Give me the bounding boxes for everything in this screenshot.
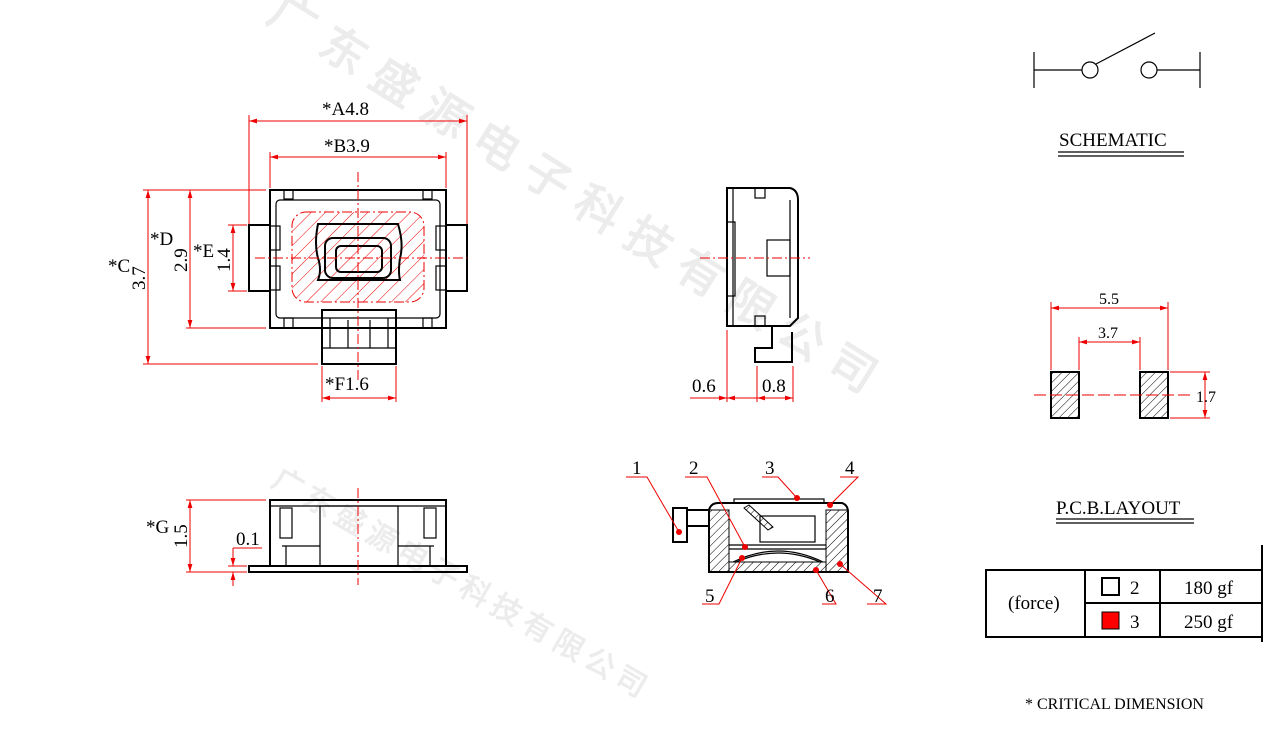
callout-4: 4 xyxy=(845,458,855,479)
force-value-2: 180 gf xyxy=(1184,578,1234,599)
top-view: *A4.8 *B3.9 *C 3.7 *D 2.9 *E 1.4 *F1.6 xyxy=(108,99,468,402)
force-value-3: 250 gf xyxy=(1184,612,1234,633)
dim-g-value: 1.5 xyxy=(171,524,192,548)
dim-b: *B3.9 xyxy=(324,136,370,157)
dim-e-label: *E xyxy=(193,241,214,262)
callout-1: 1 xyxy=(632,458,642,479)
dim-d-label: *D xyxy=(150,229,173,250)
watermark-2: 广东盛源电子科技有限公司 xyxy=(266,462,658,708)
swatch-3 xyxy=(1101,611,1120,630)
critical-dimension-note: * CRITICAL DIMENSION xyxy=(1025,696,1204,713)
watermark-1: 广东盛源电子科技有限公司 xyxy=(259,0,898,411)
force-code-3: 3 xyxy=(1130,612,1140,633)
dim-f: *F1.6 xyxy=(325,374,369,395)
force-header: (force) xyxy=(1008,593,1060,614)
pcb-dim-height: 1.7 xyxy=(1196,389,1216,406)
callout-6: 6 xyxy=(825,586,835,607)
dim-side-left: 0.6 xyxy=(692,376,716,397)
callout-7: 7 xyxy=(873,586,883,607)
schematic-title: SCHEMATIC xyxy=(1059,130,1167,151)
dim-d-value: 2.9 xyxy=(171,248,192,272)
force-table: (force) 2 180 gf 3 250 gf xyxy=(985,545,1263,642)
dim-c-value: 3.7 xyxy=(129,266,150,290)
dim-c-label: *C xyxy=(108,256,130,277)
schematic-symbol: SCHEMATIC xyxy=(1033,32,1201,157)
dim-a: *A4.8 xyxy=(322,99,369,120)
dim-g-label: *G xyxy=(146,517,170,538)
cross-section-view: 1 2 3 4 5 6 7 xyxy=(626,458,888,607)
pcb-dim-total: 5.5 xyxy=(1099,291,1119,308)
pcb-layout: 5.5 3.7 1.7 P.C.B.LAYOUT xyxy=(1034,291,1216,524)
swatch-2 xyxy=(1101,577,1120,596)
callout-3: 3 xyxy=(765,458,775,479)
dim-e-value: 1.4 xyxy=(214,248,235,272)
front-view: *G 1.5 0.1 xyxy=(146,488,468,586)
callout-2: 2 xyxy=(689,458,699,479)
pcb-dim-gap: 3.7 xyxy=(1098,325,1118,342)
side-view: 0.6 0.8 xyxy=(690,187,810,402)
callout-5: 5 xyxy=(705,586,715,607)
dim-side-right: 0.8 xyxy=(762,376,786,397)
pcb-layout-title: P.C.B.LAYOUT xyxy=(1056,498,1181,519)
force-code-2: 2 xyxy=(1130,578,1140,599)
dim-base: 0.1 xyxy=(236,529,260,550)
